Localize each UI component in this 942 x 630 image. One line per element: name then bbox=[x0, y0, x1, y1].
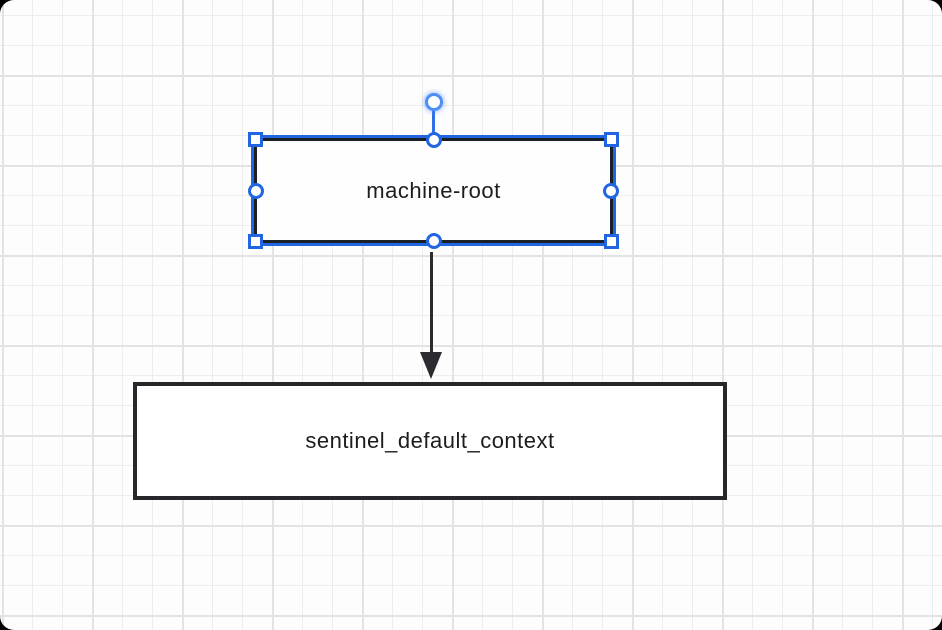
rotate-handle-stem bbox=[432, 110, 435, 141]
resize-handle-nw[interactable] bbox=[248, 132, 263, 147]
resize-handle-ne[interactable] bbox=[604, 132, 619, 147]
resize-handle-se[interactable] bbox=[604, 234, 619, 249]
resize-handle-sw[interactable] bbox=[248, 234, 263, 249]
resize-handle-e[interactable] bbox=[603, 182, 619, 199]
rotate-handle[interactable] bbox=[424, 93, 443, 111]
node-machine-root[interactable]: machine-root bbox=[248, 93, 619, 249]
node-machine-root-label: machine-root bbox=[366, 177, 501, 203]
arrowhead-down-icon bbox=[420, 352, 442, 379]
edge-line bbox=[430, 252, 433, 353]
resize-handle-n[interactable] bbox=[425, 132, 442, 148]
node-sentinel-default-context-label: sentinel_default_context bbox=[305, 428, 555, 453]
node-sentinel-default-context[interactable]: sentinel_default_context bbox=[133, 382, 727, 500]
resize-handle-s[interactable] bbox=[425, 233, 442, 249]
resize-handle-w[interactable] bbox=[248, 182, 264, 199]
